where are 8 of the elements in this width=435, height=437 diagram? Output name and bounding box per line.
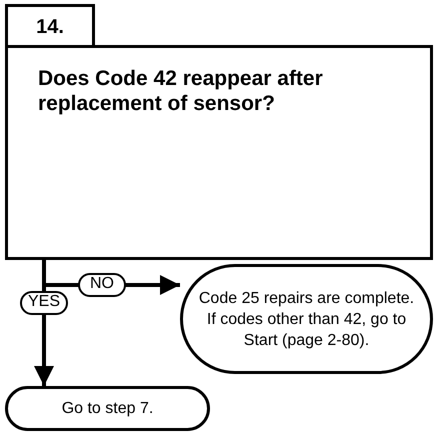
node-text: 14. — [36, 14, 64, 38]
edge-label: NO — [78, 273, 126, 297]
node-text: Go to step 7. — [62, 398, 154, 418]
question-box — [5, 45, 433, 260]
node-text: Does Code 42 reappear after replacement of sensor? — [38, 66, 324, 116]
node-text: Code 25 repairs are complete. If codes other than 42, go to Start (page 2-80). — [198, 288, 416, 350]
edge-label: YES — [20, 291, 68, 315]
step-number-tab — [5, 4, 95, 46]
